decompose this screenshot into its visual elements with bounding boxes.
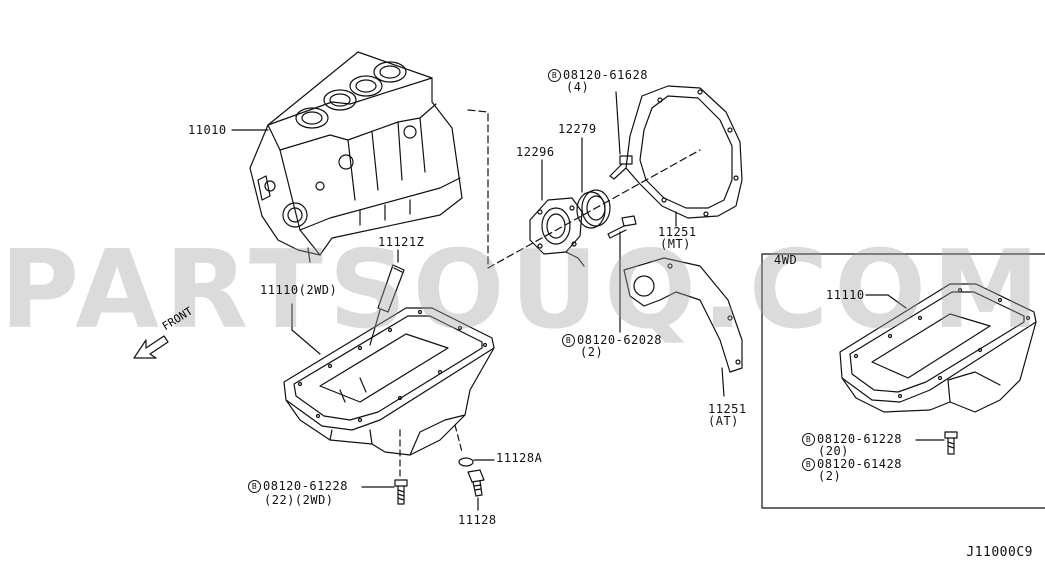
alignment-dashed-line bbox=[467, 109, 701, 269]
label-inset-4wd: 4WD bbox=[774, 253, 798, 267]
leader-11251-at bbox=[721, 367, 725, 397]
label-11110-4wd[interactable]: 11110 bbox=[826, 288, 865, 302]
label-11251-mt-note: (MT) bbox=[660, 237, 691, 251]
label-12296[interactable]: 12296 bbox=[516, 145, 555, 159]
leader-drain-dashed bbox=[454, 424, 463, 453]
bolt-symbol-icon: B bbox=[548, 69, 561, 82]
label-11251-at-note: (AT) bbox=[708, 414, 739, 428]
label-bolt-22-qty: (22)(2WD) bbox=[264, 493, 334, 507]
front-arrow-icon bbox=[133, 335, 169, 359]
label-bolt-2-qty: (2) bbox=[580, 345, 604, 359]
label-bolt-2b-qty: (2) bbox=[818, 469, 842, 483]
oil-pan-2wd-drawing bbox=[283, 307, 495, 456]
bolt-symbol-icon: B bbox=[802, 458, 815, 471]
label-11251-mt[interactable]: 11251 bbox=[658, 225, 697, 239]
rear-plate-mt-drawing bbox=[625, 85, 743, 219]
bolt-4wd-drawing bbox=[944, 431, 958, 455]
label-11128[interactable]: 11128 bbox=[458, 513, 497, 527]
drain-washer-drawing bbox=[458, 457, 474, 467]
label-11251-at[interactable]: 11251 bbox=[708, 402, 747, 416]
label-bolt-4-qty: (4) bbox=[566, 80, 590, 94]
leader-block-stud bbox=[307, 247, 311, 263]
inset-4wd-frame bbox=[761, 253, 1045, 509]
diagram-code: J11000C9 bbox=[966, 545, 1033, 560]
label-12279[interactable]: 12279 bbox=[558, 122, 597, 136]
leader-11110-4wd bbox=[865, 294, 907, 309]
bolt-08120-62028-drawing bbox=[607, 215, 637, 239]
bolt-08120-61628-drawing bbox=[609, 155, 633, 180]
bolt-symbol-icon: B bbox=[248, 480, 261, 493]
oil-pan-4wd-drawing bbox=[839, 283, 1037, 413]
drain-plug-drawing bbox=[467, 469, 485, 497]
leader-11110-2wd bbox=[291, 303, 321, 355]
oil-seal-drawing bbox=[576, 189, 611, 229]
label-11010[interactable]: 11010 bbox=[188, 123, 227, 137]
bolt-08120-61228-drawing bbox=[394, 479, 408, 505]
rear-plate-at-drawing bbox=[623, 257, 743, 373]
label-11110-2wd[interactable]: 11110(2WD) bbox=[260, 283, 338, 297]
bolt-symbol-icon: B bbox=[802, 433, 815, 446]
seal-retainer-drawing bbox=[529, 197, 585, 267]
label-11128a[interactable]: 11128A bbox=[496, 451, 543, 465]
label-11121z[interactable]: 11121Z bbox=[378, 235, 425, 249]
dipstick-drawing bbox=[369, 264, 405, 346]
engine-block-drawing bbox=[249, 51, 463, 256]
leader-bolt-4 bbox=[615, 91, 621, 155]
label-bolt-20-qty: (20) bbox=[818, 444, 849, 458]
bolt-symbol-icon: B bbox=[562, 334, 575, 347]
